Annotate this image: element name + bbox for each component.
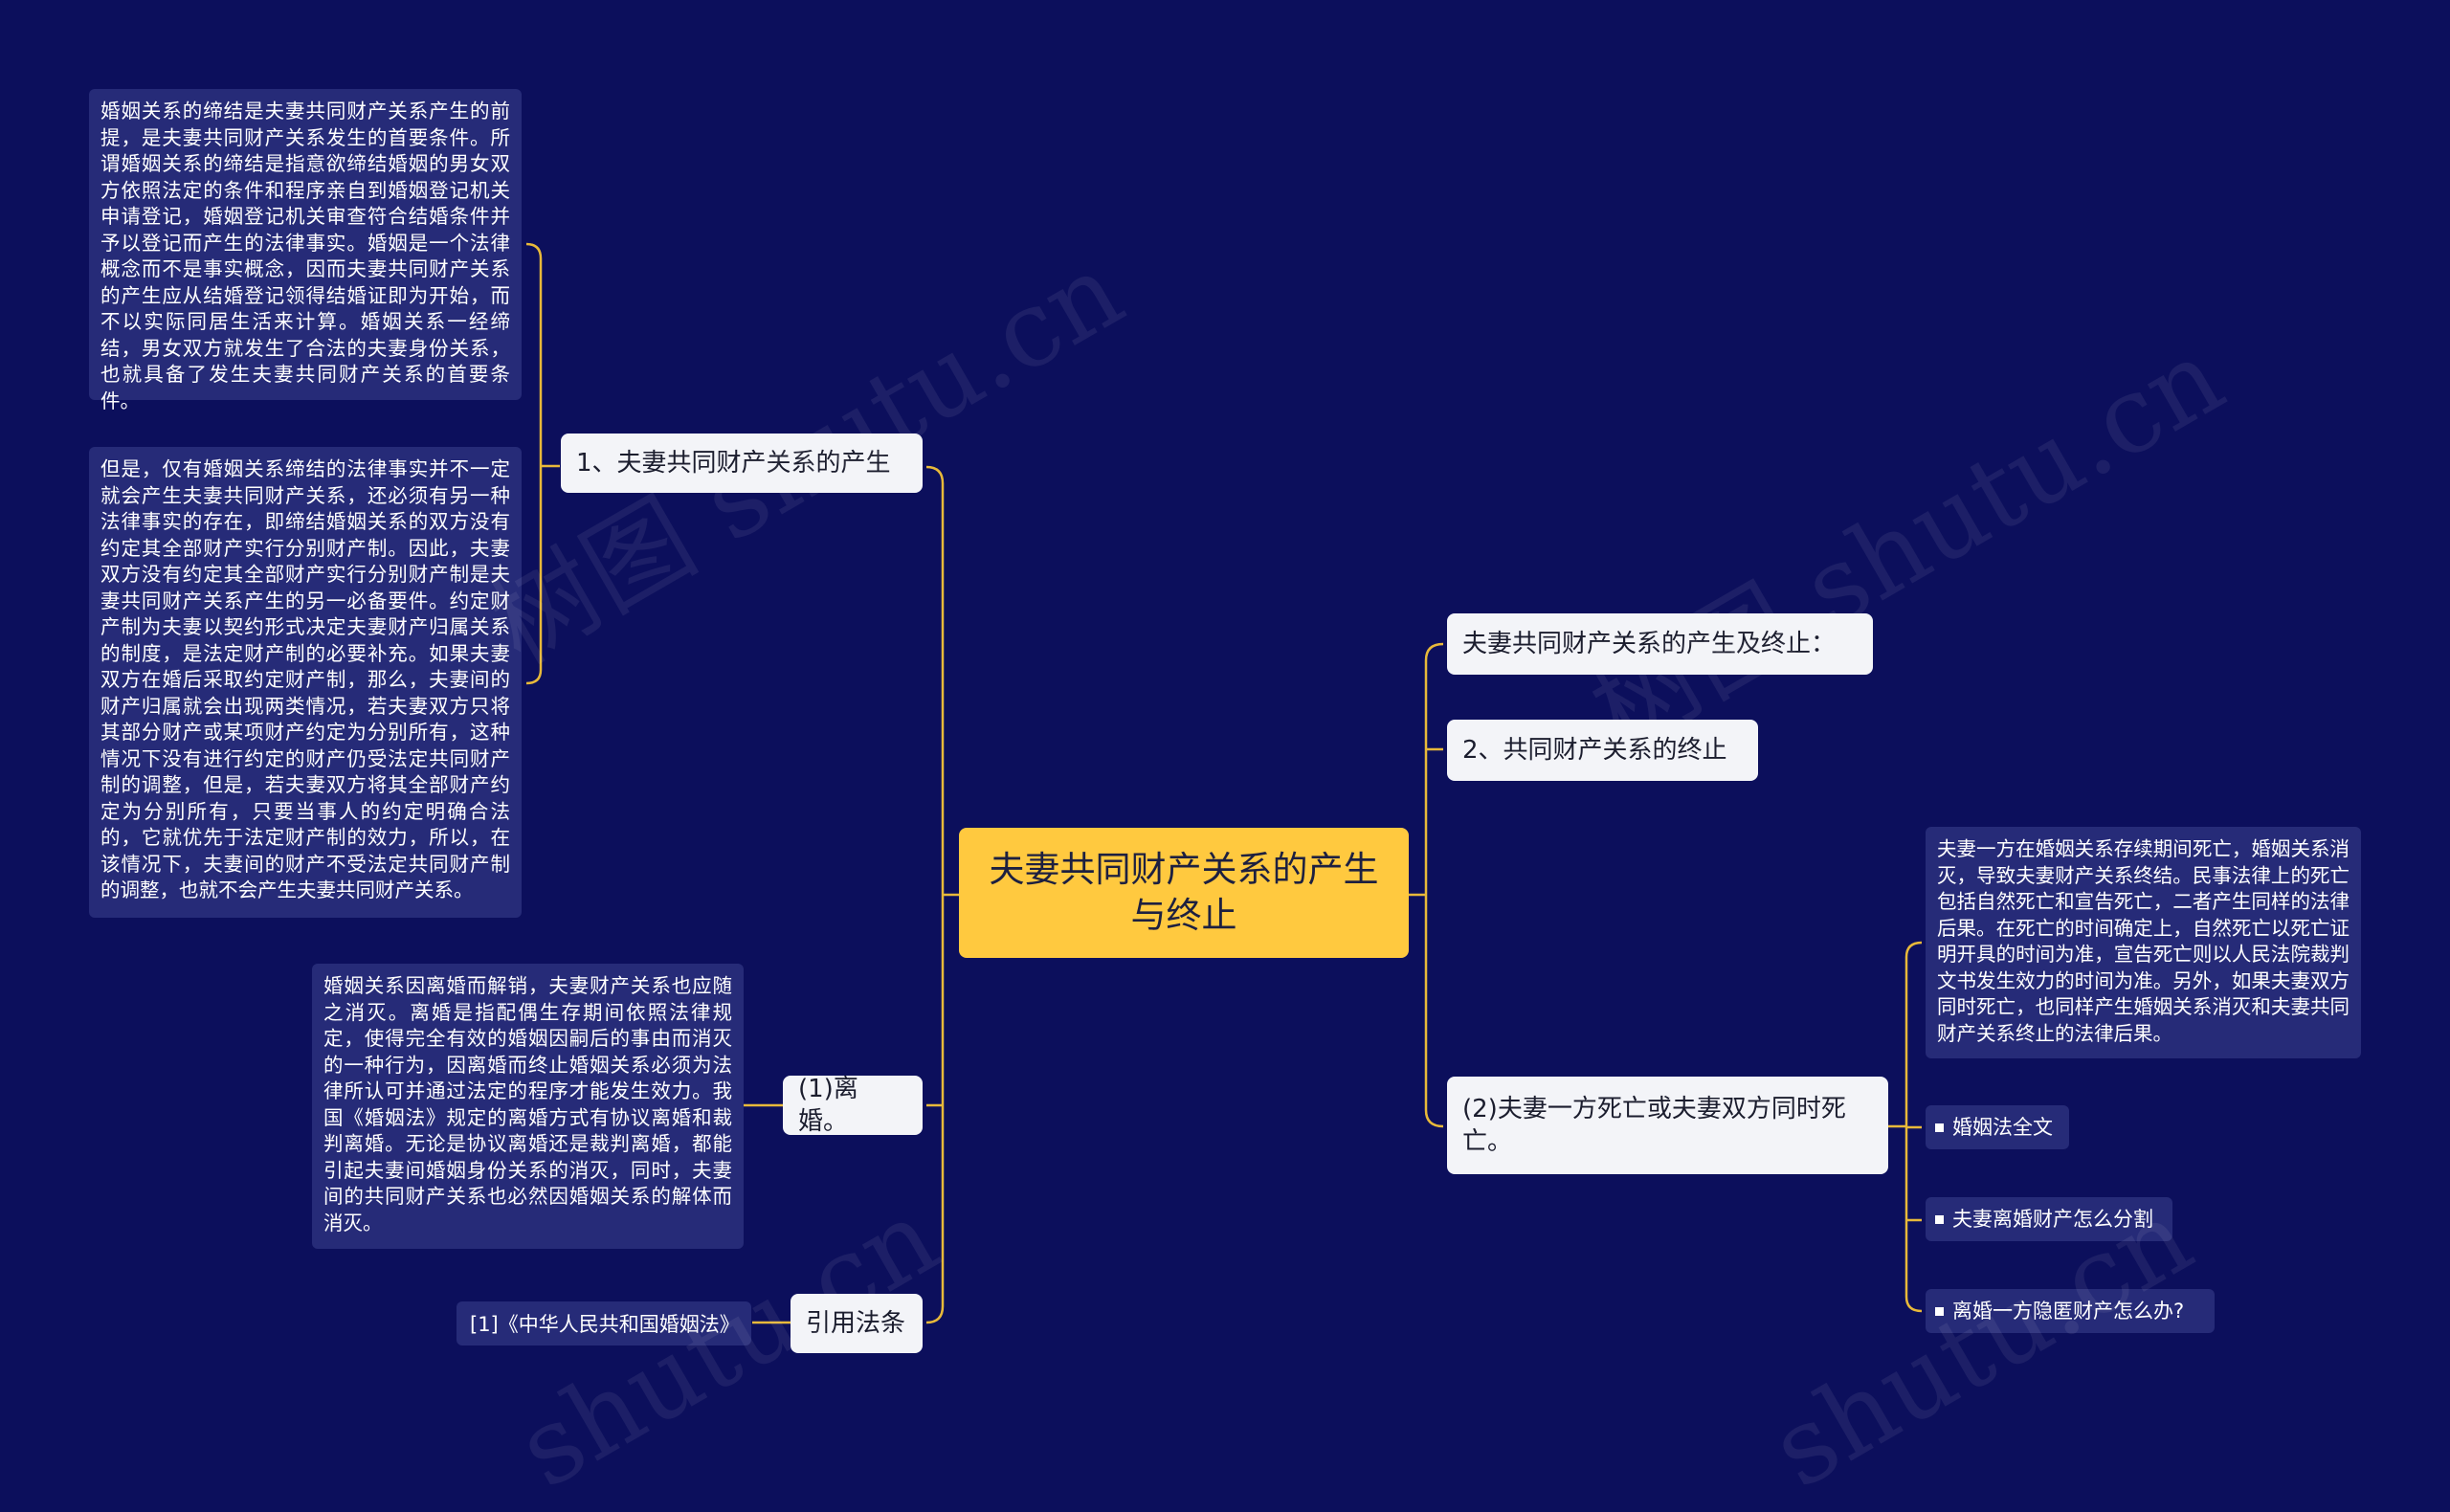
connector-bracket-right bbox=[1888, 941, 1923, 1313]
detail-text: 婚姻关系因离婚而解销，夫妻财产关系也应随之消灭。离婚是指配偶生存期间依照法律规定… bbox=[323, 974, 732, 1234]
connector-bracket-1 bbox=[525, 242, 560, 685]
branch-label: (2)夫妻一方死亡或夫妻双方同时死亡。 bbox=[1462, 1095, 1846, 1156]
branch-cited-law[interactable]: 引用法条 bbox=[791, 1294, 923, 1353]
branch-label: 夫妻共同财产关系的产生及终止： bbox=[1462, 630, 1837, 658]
link-marriage-law-full-text[interactable]: 婚姻法全文 bbox=[1926, 1105, 2069, 1149]
detail-text: 但是，仅有婚姻关系缔结的法律事实并不一定就会产生夫妻共同财产关系，还必须有另一种… bbox=[100, 457, 510, 901]
bullet-icon bbox=[1935, 1306, 1944, 1316]
branch-termination[interactable]: 2、共同财产关系的终止 bbox=[1447, 720, 1758, 781]
branch-divorce[interactable]: (1)离婚。 bbox=[783, 1075, 923, 1136]
bullet-icon bbox=[1935, 1123, 1944, 1132]
link-hidden-property[interactable]: 离婚一方隐匿财产怎么办? bbox=[1926, 1289, 2215, 1333]
branch-label: 2、共同财产关系的终止 bbox=[1462, 736, 1727, 765]
root-topic-text: 夫妻共同财产关系的产生与终止 bbox=[989, 849, 1379, 936]
link-divorce-property-division[interactable]: 夫妻离婚财产怎么分割 bbox=[1926, 1197, 2172, 1241]
detail-divorce: 婚姻关系因离婚而解销，夫妻财产关系也应随之消灭。离婚是指配偶生存期间依照法律规定… bbox=[312, 964, 744, 1249]
branch-marriage-property-origin[interactable]: 1、夫妻共同财产关系的产生 bbox=[561, 434, 923, 493]
branch-origin-and-termination[interactable]: 夫妻共同财产关系的产生及终止： bbox=[1447, 613, 1873, 675]
detail-marriage-registration: 婚姻关系的缔结是夫妻共同财产关系产生的前提，是夫妻共同财产关系发生的首要条件。所… bbox=[89, 89, 522, 412]
detail-text: 婚姻关系的缔结是夫妻共同财产关系产生的前提，是夫妻共同财产关系发生的首要条件。所… bbox=[100, 100, 510, 412]
mind-map-canvas: 夫妻共同财产关系的产生与终止 1、夫妻共同财产关系的产生 婚姻关系的缔结是夫妻共… bbox=[89, 89, 2361, 1512]
branch-death[interactable]: (2)夫妻一方死亡或夫妻双方同时死亡。 bbox=[1447, 1077, 1888, 1174]
detail-death: 夫妻一方在婚姻关系存续期间死亡，婚姻关系消灭，导致夫妻财产关系终结。民事法律上的… bbox=[1926, 827, 2361, 1058]
detail-text: 夫妻一方在婚姻关系存续期间死亡，婚姻关系消灭，导致夫妻财产关系终结。民事法律上的… bbox=[1937, 837, 2350, 1045]
citation-text: [1]《中华人民共和国婚姻法》 bbox=[470, 1313, 740, 1336]
branch-label: 引用法条 bbox=[806, 1309, 906, 1338]
branch-label: 1、夫妻共同财产关系的产生 bbox=[576, 449, 891, 478]
connector-left-spine bbox=[925, 465, 945, 1324]
link-text: 离婚一方隐匿财产怎么办? bbox=[1952, 1300, 2185, 1323]
connector-lines bbox=[525, 242, 1923, 1324]
detail-property-agreement: 但是，仅有婚姻关系缔结的法律事实并不一定就会产生夫妻共同财产关系，还必须有另一种… bbox=[89, 447, 522, 918]
citation-marriage-law[interactable]: [1]《中华人民共和国婚姻法》 bbox=[457, 1301, 751, 1345]
connector-right-spine bbox=[1424, 642, 1444, 1128]
bullet-icon bbox=[1935, 1214, 1944, 1224]
link-text: 夫妻离婚财产怎么分割 bbox=[1952, 1208, 2153, 1231]
root-topic[interactable]: 夫妻共同财产关系的产生与终止 bbox=[959, 828, 1409, 958]
branch-label: (1)离婚。 bbox=[798, 1075, 858, 1136]
link-text: 婚姻法全文 bbox=[1952, 1116, 2053, 1139]
